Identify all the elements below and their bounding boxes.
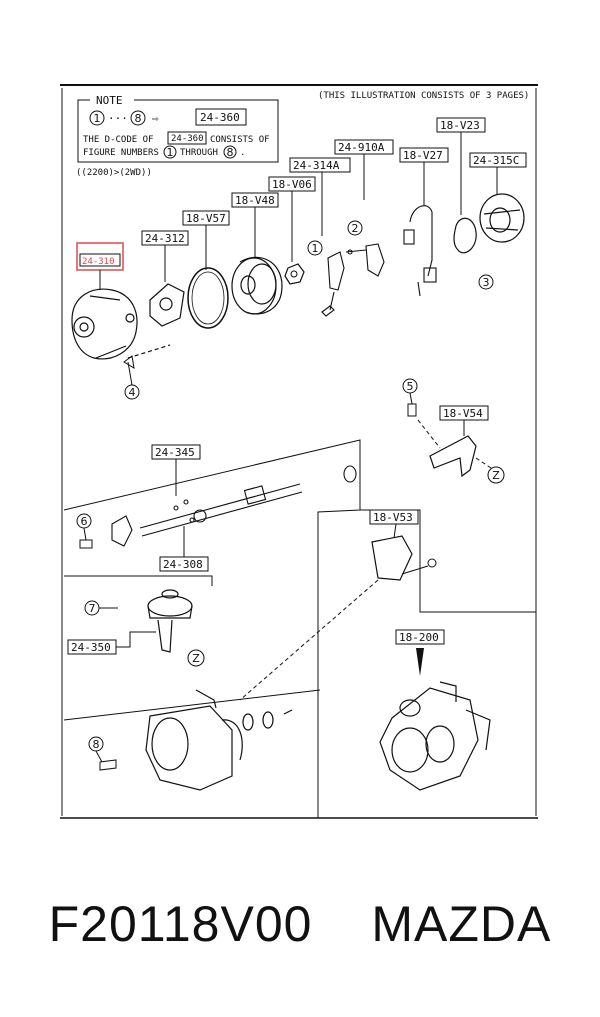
vacuum-advance-unit <box>147 589 193 653</box>
svg-text:24-910A: 24-910A <box>338 141 385 154</box>
svg-text:18-V54: 18-V54 <box>443 407 483 420</box>
callout-8[interactable]: 8 <box>88 736 104 752</box>
svg-text:Z: Z <box>192 652 200 665</box>
svg-text:24-314A: 24-314A <box>293 159 340 172</box>
illustration-note: (THIS ILLUSTRATION CONSISTS OF 3 PAGES) <box>318 91 529 101</box>
callout-1[interactable]: 1 <box>307 240 323 256</box>
label-24-312[interactable]: 24-312 <box>141 230 189 246</box>
svg-text:18-V53: 18-V53 <box>373 511 413 524</box>
group-boundaries <box>63 439 536 818</box>
svg-text:Z: Z <box>492 469 500 482</box>
label-24-350[interactable]: 24-350 <box>67 639 117 655</box>
terminal-cover <box>371 535 413 581</box>
svg-text:3: 3 <box>483 276 490 289</box>
note-line2-to: 8 <box>227 146 234 159</box>
brand: MAZDA <box>371 896 552 952</box>
distributor-housing <box>71 288 171 360</box>
svg-text:18-V27: 18-V27 <box>403 149 443 162</box>
note-line1-suffix: CONSISTS OF <box>210 135 270 145</box>
wire-harness <box>403 205 437 297</box>
note-arrow: ⇨ <box>152 112 159 125</box>
pickup-coil <box>321 251 345 317</box>
label-18-V06[interactable]: 18-V06 <box>268 176 316 192</box>
svg-text:18-V06: 18-V06 <box>272 178 312 191</box>
wire-clamp-bracket <box>429 435 477 478</box>
svg-text:2: 2 <box>352 222 359 235</box>
parts-diagram: (THIS ILLUSTRATION CONSISTS OF 3 PAGES) … <box>60 84 538 819</box>
caption: F20118V00 MAZDA <box>0 895 600 953</box>
note-line2-mid: THROUGH <box>180 148 218 158</box>
leader-lines-top <box>99 132 498 290</box>
svg-text:24-308: 24-308 <box>163 558 203 571</box>
svg-text:8: 8 <box>93 738 100 751</box>
svg-text:18-V48: 18-V48 <box>235 194 275 207</box>
part-number: F20118V00 <box>48 896 313 952</box>
o-ring <box>187 267 229 329</box>
distributor-cap <box>231 256 283 315</box>
callout-z-2[interactable]: Z <box>187 649 205 667</box>
label-24-345[interactable]: 24-345 <box>151 444 201 460</box>
svg-text:24-310: 24-310 <box>82 257 115 267</box>
distributor-body <box>145 689 293 791</box>
label-18-V53[interactable]: 18-V53 <box>369 509 419 525</box>
label-24-308[interactable]: 24-308 <box>159 556 209 572</box>
note-range-to: 8 <box>135 112 142 125</box>
rotor-plate <box>149 283 185 327</box>
label-18-V54[interactable]: 18-V54 <box>439 405 489 421</box>
note-line2-prefix: FIGURE NUMBERS <box>83 148 159 158</box>
note-box: NOTE 1 ··· 8 ⇨ 24-360 THE D-CODE OF 24-3… <box>77 94 279 163</box>
note-range-dots: ··· <box>108 112 128 125</box>
callout-6[interactable]: 6 <box>76 513 92 529</box>
label-18-200[interactable]: 18-200 <box>395 629 445 645</box>
ignitor-module <box>345 243 385 277</box>
note-line1-code: 24-360 <box>171 134 204 144</box>
hex-nut <box>284 263 305 285</box>
note-line2-from: 1 <box>167 146 174 159</box>
callout-2[interactable]: 2 <box>347 220 363 236</box>
svg-text:24-345: 24-345 <box>155 446 195 459</box>
label-18-V23[interactable]: 18-V23 <box>436 117 486 133</box>
distributor-shaft <box>111 465 357 547</box>
label-18-V57[interactable]: 18-V57 <box>182 210 230 226</box>
svg-text:6: 6 <box>81 515 88 528</box>
label-18-V48[interactable]: 18-V48 <box>231 192 279 208</box>
svg-text:24-312: 24-312 <box>145 232 185 245</box>
svg-text:5: 5 <box>407 380 414 393</box>
label-24-315C[interactable]: 24-315C <box>469 152 527 168</box>
svg-text:24-350: 24-350 <box>71 641 111 654</box>
label-24-910A[interactable]: 24-910A <box>334 139 394 155</box>
callout-3[interactable]: 3 <box>478 274 494 290</box>
note-line1-prefix: THE D-CODE OF <box>83 135 153 145</box>
svg-text:18-200: 18-200 <box>399 631 439 644</box>
note-condition: ((2200)>(2WD)) <box>76 168 152 178</box>
note-range-from: 1 <box>94 112 101 125</box>
svg-text:24-315C: 24-315C <box>473 154 519 167</box>
label-24-310[interactable]: 24-310 <box>76 242 124 271</box>
note-line2-end: . <box>240 148 245 158</box>
label-18-V27[interactable]: 18-V27 <box>399 147 449 163</box>
svg-text:18-V57: 18-V57 <box>186 212 226 225</box>
svg-text:1: 1 <box>312 242 319 255</box>
note-title: NOTE <box>96 94 123 107</box>
svg-text:18-V23: 18-V23 <box>440 119 480 132</box>
governor-plate <box>479 193 525 243</box>
callout-4[interactable]: 4 <box>124 384 140 400</box>
callout-7[interactable]: 7 <box>84 600 100 616</box>
svg-text:7: 7 <box>89 602 96 615</box>
note-dcode: 24-360 <box>200 111 240 124</box>
svg-text:4: 4 <box>129 386 136 399</box>
assembled-distributor <box>379 681 491 791</box>
vacuum-diaphragm-cover <box>453 217 477 254</box>
pointer-arrow <box>416 648 424 676</box>
callout-z-1[interactable]: Z <box>487 466 505 484</box>
callout-5[interactable]: 5 <box>402 378 418 394</box>
label-24-314A[interactable]: 24-314A <box>289 157 351 173</box>
